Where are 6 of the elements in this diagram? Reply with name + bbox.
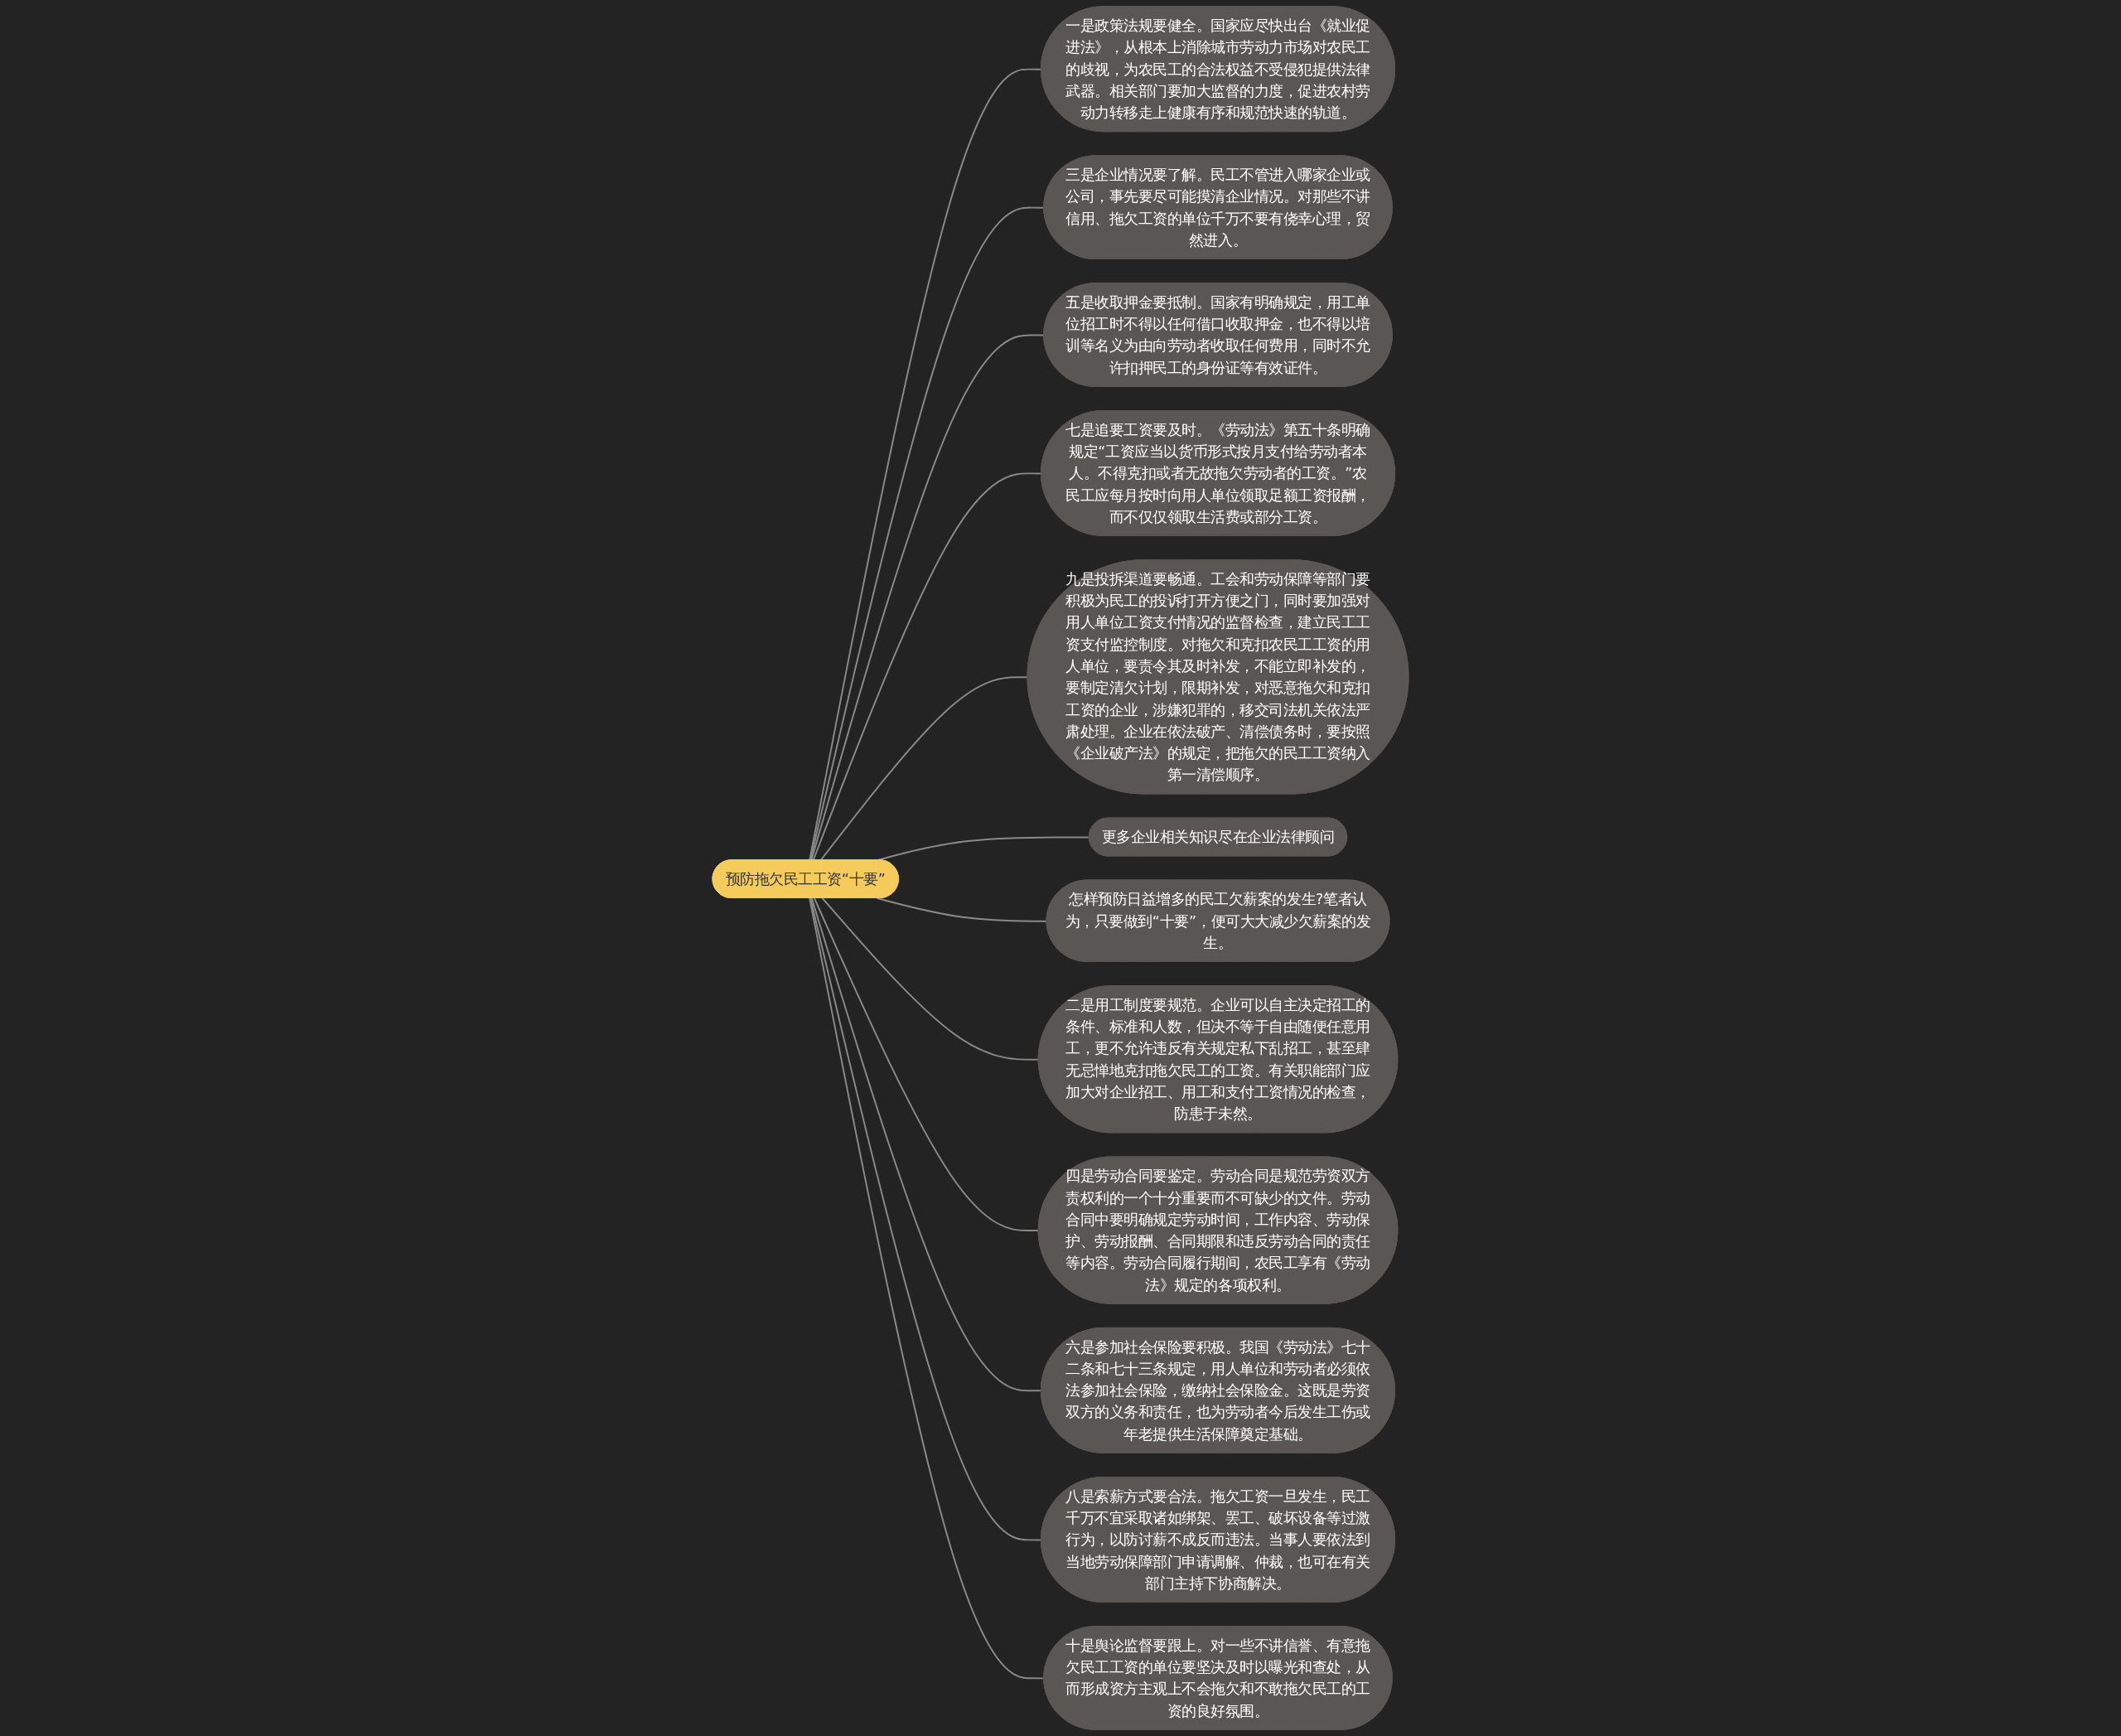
connector — [821, 897, 1040, 1061]
connector — [809, 897, 1046, 1680]
connector — [810, 897, 1042, 1392]
connector — [876, 897, 1048, 922]
connector — [813, 897, 1040, 1232]
connector — [809, 897, 1042, 1541]
